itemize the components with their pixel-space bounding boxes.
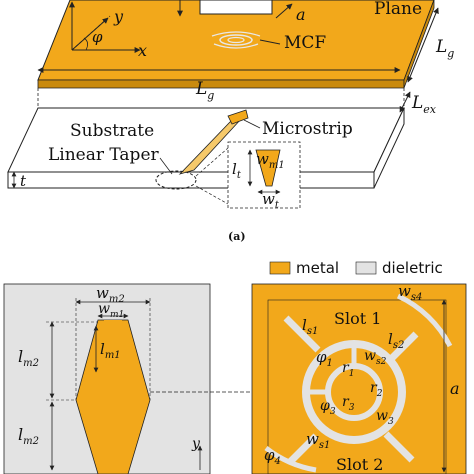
slot-2-arm-right bbox=[383, 431, 415, 463]
dim-a-line bbox=[275, 3, 293, 19]
axis-y-label-a: y bbox=[113, 7, 124, 26]
panel-a: y x φ a Plane MCF Lg Lg Lex Substrate Li… bbox=[7, 0, 454, 211]
label-lex: Lex bbox=[411, 93, 437, 116]
label-lm2-top: lm2 bbox=[18, 347, 39, 369]
dim-lg-right bbox=[407, 7, 439, 83]
taper-zoom-shape bbox=[255, 149, 281, 187]
label-wm1-b: wm1 bbox=[98, 301, 124, 320]
axes-a bbox=[69, 1, 141, 53]
label-lg-bottom: Lg bbox=[195, 79, 214, 102]
substrate-side bbox=[373, 107, 405, 189]
label-ws1: ws1 bbox=[306, 430, 330, 451]
arc-slot-top-right bbox=[396, 293, 453, 348]
label-r1: r1 bbox=[342, 360, 354, 379]
label-t: t bbox=[20, 172, 27, 190]
phi-label-a: φ bbox=[92, 28, 103, 46]
label-wm2: wm2 bbox=[96, 284, 125, 305]
legend: metal dieletric bbox=[269, 259, 443, 277]
label-ls2: ls2 bbox=[388, 330, 404, 351]
label-ws4: ws4 bbox=[398, 282, 422, 303]
axis-x-label-a: x bbox=[138, 41, 147, 60]
legend-dielectric-label: dieletric bbox=[382, 259, 443, 277]
panel-c: a ws4 ls1 Slot 1 ls2 ws2 φ1 r1 r2 φ3 r3 … bbox=[251, 282, 467, 474]
label-phi1: φ1 bbox=[316, 348, 333, 369]
axis-y-label-b: y bbox=[191, 436, 201, 452]
label-a-c: a bbox=[450, 379, 460, 398]
label-lm2-bottom: lm2 bbox=[18, 425, 39, 447]
label-phi3: φ3 bbox=[320, 398, 336, 417]
slot-1-arm-left bbox=[283, 315, 321, 353]
label-microstrip: Microstrip bbox=[262, 119, 353, 139]
ground-plane-edge bbox=[37, 79, 405, 89]
label-linear-taper: Linear Taper bbox=[48, 145, 159, 165]
microstrip-leader bbox=[243, 119, 261, 129]
mcf-element bbox=[211, 31, 261, 49]
label-mcf: MCF bbox=[284, 33, 326, 53]
label-plane: Plane bbox=[374, 0, 422, 19]
label-slot1: Slot 1 bbox=[334, 309, 381, 328]
legend-dielectric-swatch bbox=[355, 261, 377, 275]
label-ls1: ls1 bbox=[302, 316, 318, 337]
label-lm1: lm1 bbox=[100, 340, 121, 361]
label-ws3: w3 bbox=[376, 408, 394, 427]
zoom-link-1 bbox=[195, 147, 229, 177]
label-a-top: a bbox=[296, 5, 306, 24]
microstrip-head bbox=[227, 109, 249, 125]
label-wm1-a: wm1 bbox=[256, 150, 285, 171]
taper-leader bbox=[159, 157, 173, 175]
feed-top-strip bbox=[104, 320, 122, 324]
label-ws2: ws2 bbox=[364, 348, 387, 367]
arc-slot-bottom-left bbox=[264, 446, 317, 473]
dim-lex bbox=[399, 91, 411, 113]
legend-metal-swatch bbox=[269, 261, 291, 275]
zoom-link-2 bbox=[195, 185, 229, 205]
mcf-leader bbox=[259, 39, 281, 45]
slot-2-arm-left bbox=[287, 433, 319, 465]
caption-a: (a) bbox=[228, 230, 246, 243]
label-wt: wt bbox=[262, 190, 280, 211]
label-phi4: φ4 bbox=[264, 446, 281, 467]
label-substrate: Substrate bbox=[70, 121, 154, 141]
label-r2: r2 bbox=[370, 380, 383, 399]
label-slot2: Slot 2 bbox=[336, 455, 383, 474]
aperture-block bbox=[199, 0, 273, 15]
label-r3: r3 bbox=[342, 394, 355, 413]
panel-b: wm2 wm1 lm2 lm1 lm2 y bbox=[3, 283, 211, 474]
label-lt: lt bbox=[232, 160, 242, 181]
label-lg-right: Lg bbox=[435, 37, 454, 60]
legend-metal-label: metal bbox=[296, 259, 339, 277]
taper-dash-ellipse bbox=[155, 170, 197, 190]
slot-1-arm-right bbox=[387, 331, 419, 363]
